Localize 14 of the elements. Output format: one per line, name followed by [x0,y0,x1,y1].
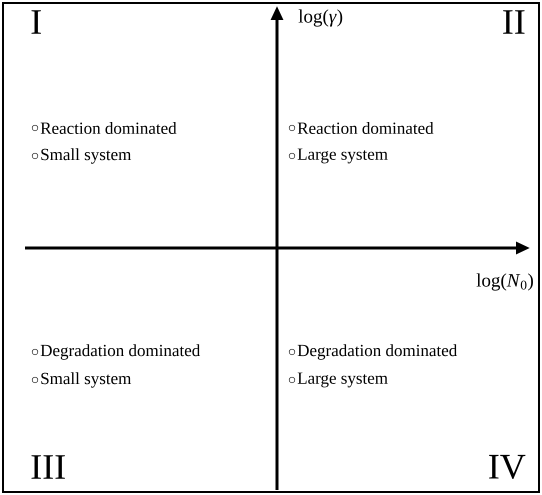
axis-label: log(γ) [298,9,342,27]
bullet-item: Reaction dominated [288,122,434,134]
bullet-item: Small system [32,148,132,164]
bullet-item: Degradation dominated [32,344,200,360]
quadrant-numeral: I [32,10,41,34]
bullet-item: Large system [288,148,388,164]
bullet-item: Reaction dominated [32,122,176,134]
quadrant-numeral: III [32,455,65,479]
quadrant-numeral: IV [489,454,526,480]
axis-label: log(N$_{0}$) [476,273,533,291]
bullet-item: Large system [288,372,388,388]
quadrant-numeral: II [503,10,525,34]
bullet-item: Small system [32,372,132,388]
bullet-item: Degradation dominated [288,344,458,360]
